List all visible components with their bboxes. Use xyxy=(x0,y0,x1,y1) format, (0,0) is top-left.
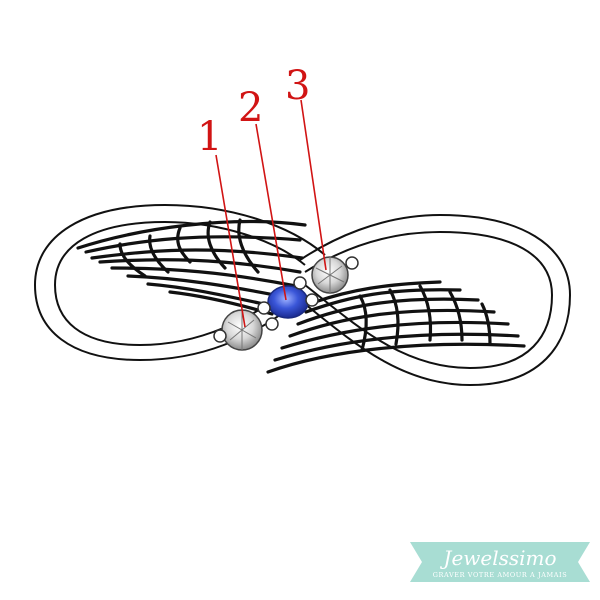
callout-line-3 xyxy=(300,99,327,271)
callout-label-3: 3 xyxy=(285,63,310,109)
sapphire-icon xyxy=(267,285,309,319)
wing-icon xyxy=(266,280,526,374)
wing-icon xyxy=(76,218,307,316)
callout-lines xyxy=(215,99,327,328)
brand-name: Jewelssimo xyxy=(439,546,556,570)
callout-label-2: 2 xyxy=(238,85,263,131)
callout-line-2 xyxy=(255,123,287,301)
diamond-icon xyxy=(311,256,349,294)
ribbon-icon xyxy=(410,542,590,582)
callout-label-1: 1 xyxy=(197,114,222,160)
diamond-icon xyxy=(221,309,263,351)
brand-logo: Jewelssimo GRAVER VOTRE AMOUR A JAMAIS xyxy=(410,542,590,582)
prong-icon xyxy=(213,256,359,343)
brand-tagline: GRAVER VOTRE AMOUR A JAMAIS xyxy=(433,571,568,579)
callout-line-1 xyxy=(215,154,246,328)
